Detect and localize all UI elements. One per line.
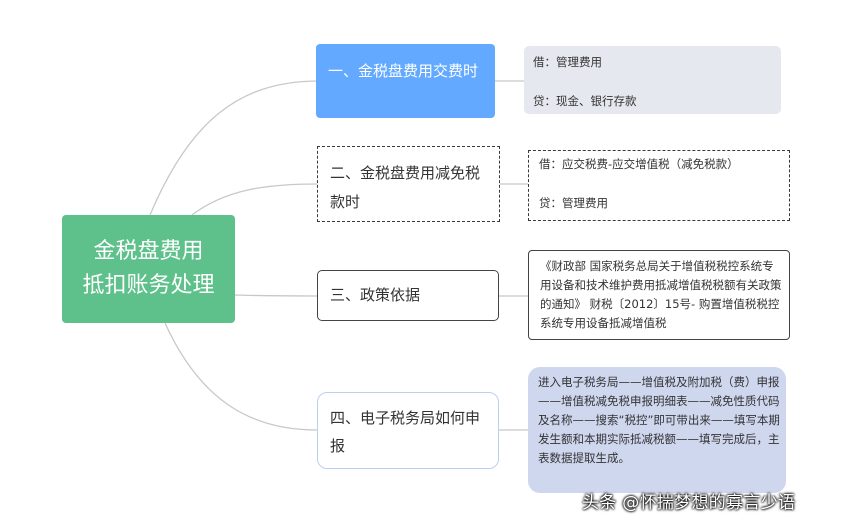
branch-node-2[interactable]: 二、金税盘费用减免税款时 [317,146,500,222]
branch-1-title: 一、金税盘费用交费时 [328,62,479,80]
root-title-line-1: 金税盘费用 [93,239,204,264]
detail-2-credit: 贷：管理费用 [539,196,608,210]
detail-2-debit: 借：应交税费-应交增值税（减免税款） [539,157,739,171]
branch-2-title: 二、金税盘费用减免税款时 [330,164,481,211]
detail-node-2[interactable]: 借：应交税费-应交增值税（减免税款） 贷：管理费用 [528,150,790,221]
detail-node-1[interactable]: 借：管理费用 贷：现金、银行存款 [524,46,781,114]
branch-node-3[interactable]: 三、政策依据 [317,270,499,321]
connector-root-to-branch-4 [164,322,318,431]
connector-root-to-branch-2 [191,183,318,216]
detail-3-text: 《财政部 国家税务总局关于增值税税控系统专用设备和技术维护费用抵减增值税税额有关… [540,259,782,330]
root-title-line-2: 抵扣账务处理 [82,273,215,298]
branch-3-title: 三、政策依据 [330,286,421,304]
watermark: 头条 @怀揣梦想的寡言少语 [582,493,796,513]
branch-node-4[interactable]: 四、电子税务局如何申报 [317,392,499,469]
detail-4-text: 进入电子税务局——增值税及附加税（费）申报——增值税减免税申报明细表——减免性质… [538,375,780,465]
branch-4-title: 四、电子税务局如何申报 [330,409,481,455]
detail-1-debit: 借：管理费用 [533,55,602,69]
branch-node-1[interactable]: 一、金税盘费用交费时 [316,44,495,118]
connector-root-to-branch-3 [234,294,318,297]
detail-node-3[interactable]: 《财政部 国家税务总局关于增值税税控系统专用设备和技术维护费用抵减增值税税额有关… [528,250,790,340]
detail-node-4[interactable]: 进入电子税务局——增值税及附加税（费）申报——增值税减免税申报明细表——减免性质… [528,367,786,493]
connector-root-to-branch-1 [149,80,317,216]
detail-1-credit: 贷：现金、银行存款 [533,94,637,108]
root-node[interactable]: 金税盘费用 抵扣账务处理 [62,215,235,323]
